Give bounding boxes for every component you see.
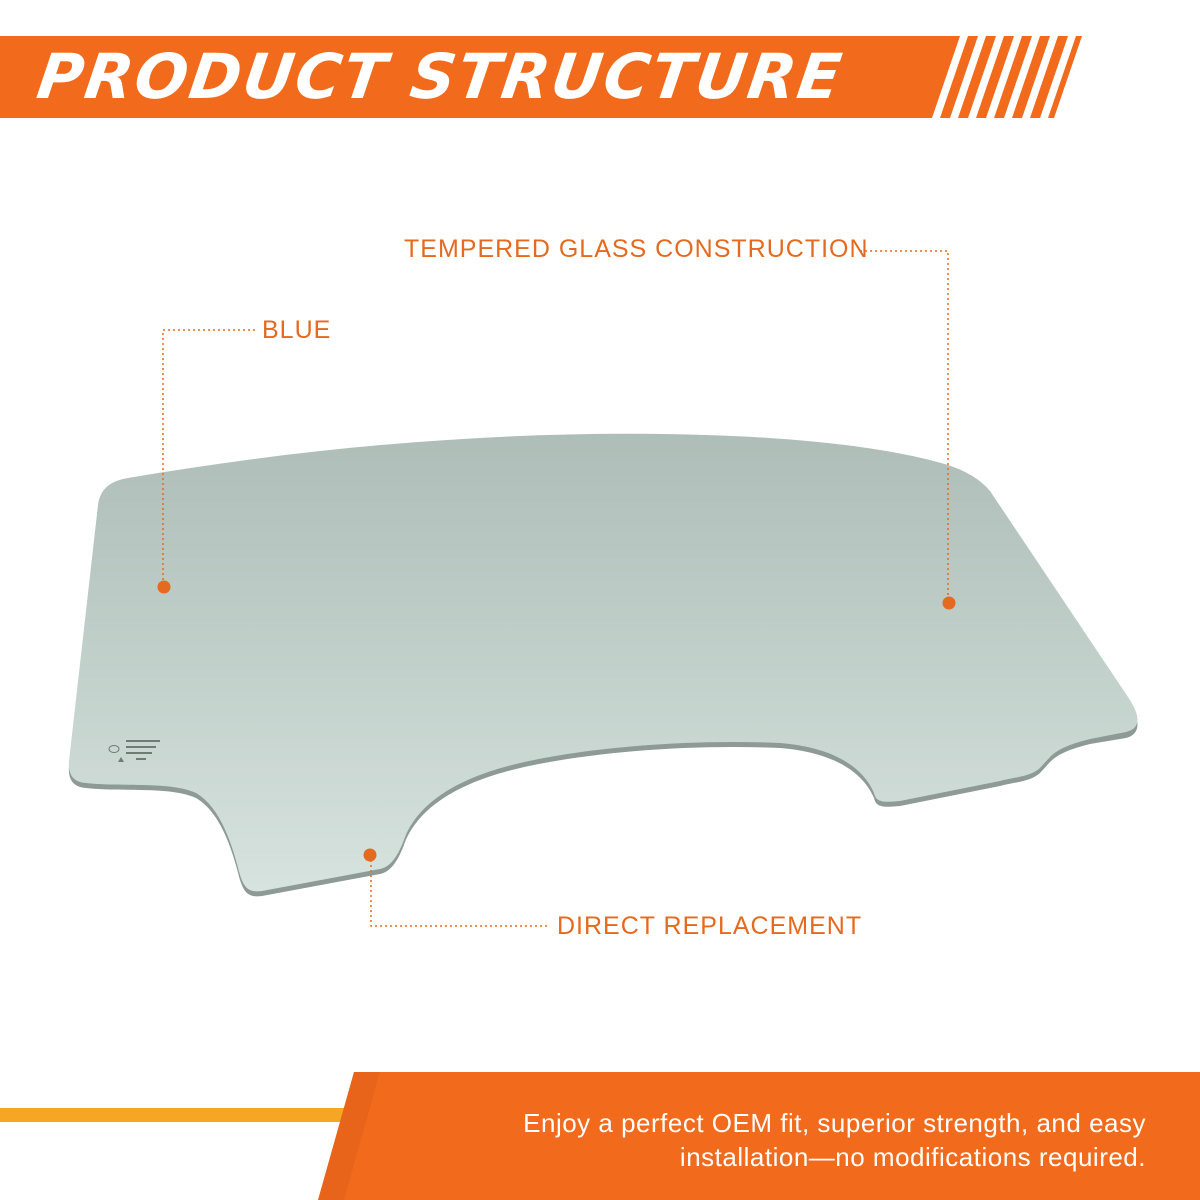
callout-blue: BLUE [262,316,332,344]
manufacturer-stamp-icon [108,740,160,762]
footer-line-1: Enjoy a perfect OEM fit, superior streng… [523,1108,1146,1138]
footer-banner: Enjoy a perfect OEM fit, superior streng… [0,1072,1200,1200]
header-banner: PRODUCT STRUCTURE [0,36,1200,118]
direct-leader-line [370,860,548,927]
blue-leader-line [162,329,255,584]
footer-banner-shape [0,1072,1200,1200]
callout-tempered-glass: TEMPERED GLASS CONSTRUCTION [404,235,869,263]
header-stripes-icon [940,36,1082,118]
footer-description: Enjoy a perfect OEM fit, superior streng… [426,1106,1146,1174]
glass-pane [68,433,1138,892]
direct-callout-dot [363,848,377,862]
header-banner-shape [0,36,1082,118]
tempered-callout-dot [942,596,956,610]
blue-callout-dot [157,580,171,594]
footer-line-2: installation—no modifications required. [679,1142,1146,1172]
callout-direct-replacement: DIRECT REPLACEMENT [557,912,863,940]
tempered-leader-line [860,250,949,600]
